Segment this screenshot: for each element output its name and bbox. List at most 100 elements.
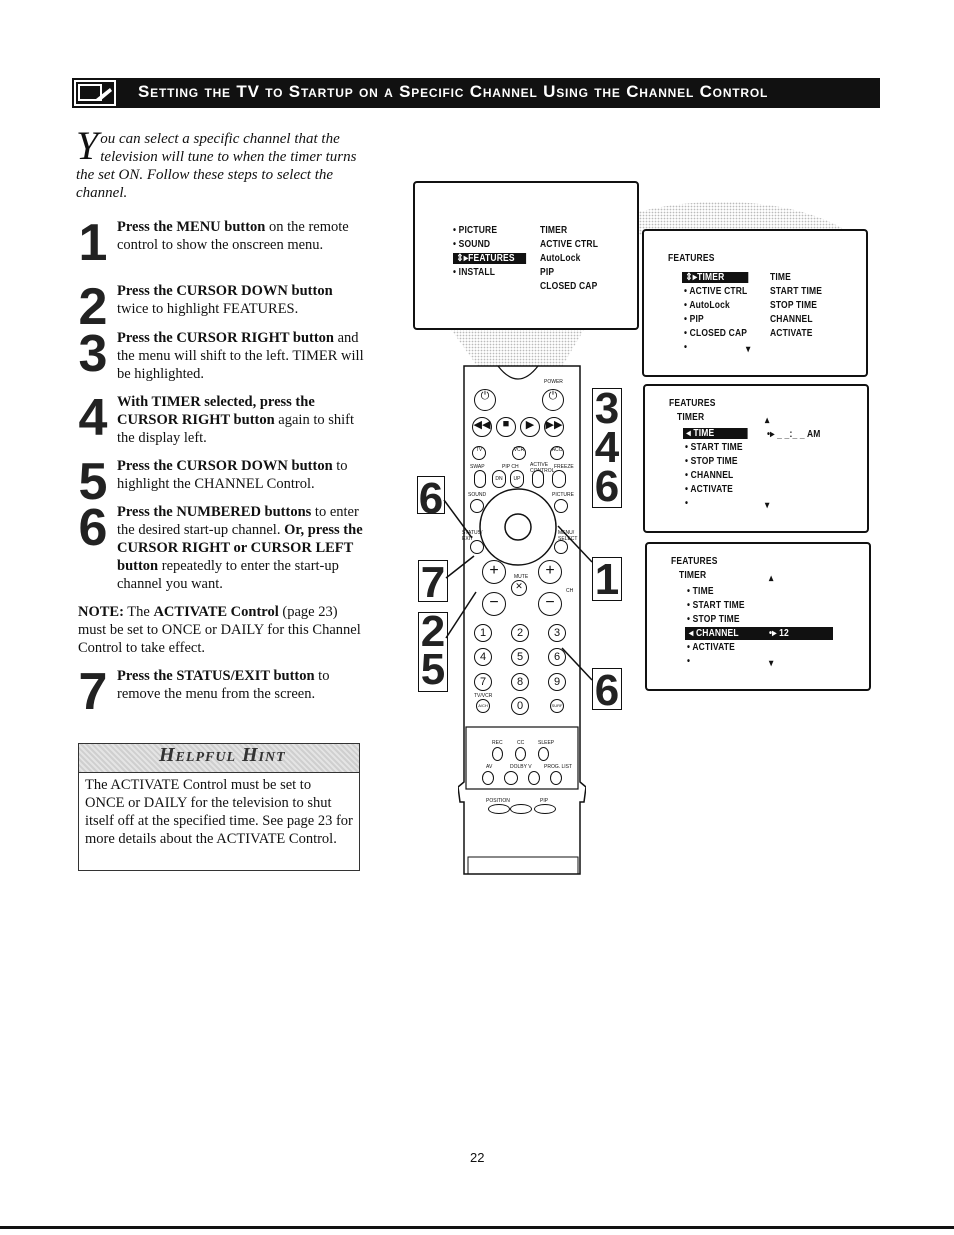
step-7: 7 Press the STATUS/EXIT button to remove… xyxy=(76,666,366,718)
menu-item-highlighted: ⇕▸FEATURES xyxy=(453,253,527,264)
pip-button[interactable] xyxy=(534,804,556,814)
vcr-button[interactable]: VCR xyxy=(512,446,526,460)
menu-item-highlighted: ◂ CHANNEL xyxy=(689,628,739,639)
note-text: The xyxy=(123,604,154,620)
menu-header: FEATURES xyxy=(671,556,718,567)
menu-item: • START TIME xyxy=(685,442,743,453)
callout-step-group: 3 4 6 xyxy=(592,384,622,511)
acc-button[interactable]: ACC xyxy=(550,446,564,460)
callout-step: 6 xyxy=(594,462,620,511)
volume-down-button[interactable]: − xyxy=(482,592,506,616)
a-ch-button[interactable]: A/CH xyxy=(476,699,490,713)
position-left-button[interactable] xyxy=(488,804,510,814)
picture-button[interactable] xyxy=(554,499,568,513)
number-5-button[interactable]: 5 xyxy=(511,648,529,666)
channel-down-button[interactable]: − xyxy=(538,592,562,616)
av-button[interactable] xyxy=(482,771,494,785)
surf-button[interactable]: SURF xyxy=(550,699,564,713)
number-0-button[interactable]: 0 xyxy=(511,697,529,715)
dolby-v-button[interactable] xyxy=(504,771,518,785)
rec-label: REC xyxy=(492,740,503,746)
menu-item-highlighted: ⇕▸TIMER xyxy=(682,272,749,283)
extra-button[interactable] xyxy=(550,771,562,785)
scroll-down-icon: ▾ xyxy=(769,658,774,669)
step-action: Press the NUMBERED buttons xyxy=(117,504,312,520)
step-2: 2 Press the CURSOR DOWN button twice to … xyxy=(76,281,366,333)
power-button[interactable]: ⏻ xyxy=(542,389,564,411)
cc-button[interactable] xyxy=(515,747,526,761)
pip-ch-up-button[interactable]: UP xyxy=(510,470,524,488)
number-1-button[interactable]: 1 xyxy=(474,624,492,642)
menu-header: FEATURES xyxy=(669,398,716,409)
number-8-button[interactable]: 8 xyxy=(511,673,529,691)
step-action: Press the CURSOR DOWN button xyxy=(117,458,333,474)
prog-list-button[interactable] xyxy=(528,771,540,785)
stop-button[interactable]: ■ xyxy=(496,417,516,437)
step-detail: to remove the menu from the screen. xyxy=(117,668,330,702)
callout-step: 1 xyxy=(592,557,622,602)
swap-label: SWAP xyxy=(470,464,485,470)
number-6-button[interactable]: 6 xyxy=(548,648,566,666)
pip-ch-down-button[interactable]: DN xyxy=(492,470,506,488)
callout-step: 4 xyxy=(594,423,620,472)
menu-subheader: TIMER xyxy=(679,570,707,581)
menu-select-button[interactable] xyxy=(554,540,568,554)
menu-item-highlighted: ◂ TIME xyxy=(683,428,748,439)
menu-item: • STOP TIME xyxy=(685,456,738,467)
number-9-button[interactable]: 9 xyxy=(548,673,566,691)
rec-button[interactable] xyxy=(492,747,503,761)
scroll-down-icon: ▾ xyxy=(765,500,770,511)
swap-button[interactable] xyxy=(474,470,486,488)
status-exit-label: STATUS/ EXIT xyxy=(462,530,483,542)
note-text-end: (page 23) must be set to ONCE or DAILY f… xyxy=(78,604,361,656)
active-control-button[interactable] xyxy=(532,470,544,488)
standby-button[interactable]: ⏻ xyxy=(474,389,496,411)
play-button[interactable]: ▶ xyxy=(520,417,540,437)
callout-step: 3 xyxy=(594,384,620,433)
number-7-button[interactable]: 7 xyxy=(474,673,492,691)
menu-item: • INSTALL xyxy=(453,267,496,278)
cc-label: CC xyxy=(517,740,525,746)
sleep-label: SLEEP xyxy=(538,740,555,746)
fast-forward-button[interactable]: ▶▶ xyxy=(544,417,564,437)
step-action: Press the CURSOR RIGHT button xyxy=(117,330,334,346)
time-value: •▸ _ _:_ _ AM xyxy=(767,429,821,440)
menu-item: • SOUND xyxy=(453,239,491,250)
step-detail: twice to highlight FEATURES. xyxy=(117,301,299,317)
step-detail: to enter the desired start-up channel. xyxy=(117,504,359,538)
menu-item: • START TIME xyxy=(687,600,745,611)
sound-button[interactable] xyxy=(470,499,484,513)
prog-list-label: PROG. LIST xyxy=(544,764,573,770)
step-3: 3 Press the CURSOR RIGHT button and the … xyxy=(76,328,366,383)
menu-screen-1: • PICTURE • SOUND ⇕▸FEATURES • INSTALL T… xyxy=(413,181,639,330)
rewind-button[interactable]: ◀◀ xyxy=(472,417,492,437)
callout-step: 6 xyxy=(592,668,622,713)
arrow-icon: ◂ xyxy=(689,628,696,639)
arrow-icon: ⇕▸ xyxy=(456,253,469,264)
menu-item: • STOP TIME xyxy=(687,614,740,625)
number-3-button[interactable]: 3 xyxy=(548,624,566,642)
number-2-button[interactable]: 2 xyxy=(511,624,529,642)
mute-label: MUTE xyxy=(514,574,529,580)
sleep-button[interactable] xyxy=(538,747,549,761)
menu-item: • PIP xyxy=(684,314,704,325)
menu-select-label: MENU/ SELECT xyxy=(558,530,578,542)
step-action: With TIMER selected, press the CURSOR RI… xyxy=(117,394,315,428)
power-label: POWER xyxy=(544,379,563,385)
number-4-button[interactable]: 4 xyxy=(474,648,492,666)
tv-button[interactable]: TV xyxy=(472,446,486,460)
menu-item: • CHANNEL xyxy=(685,470,734,481)
position-right-button[interactable] xyxy=(510,804,532,814)
freeze-button[interactable] xyxy=(552,470,566,488)
step-number: 7 xyxy=(78,663,108,721)
menu-screen-2: FEATURES ⇕▸TIMER • ACTIVE CTRL • AutoLoc… xyxy=(642,229,868,377)
step-number: 4 xyxy=(78,389,108,447)
volume-up-button[interactable]: + xyxy=(482,560,506,584)
mute-icon[interactable]: ✕ xyxy=(511,580,527,596)
callout-step: 2 xyxy=(420,607,446,656)
channel-up-button[interactable]: + xyxy=(538,560,562,584)
status-exit-button[interactable] xyxy=(470,540,484,554)
step-action: Press the STATUS/EXIT button xyxy=(117,668,315,684)
freeze-label: FREEZE xyxy=(554,464,574,470)
